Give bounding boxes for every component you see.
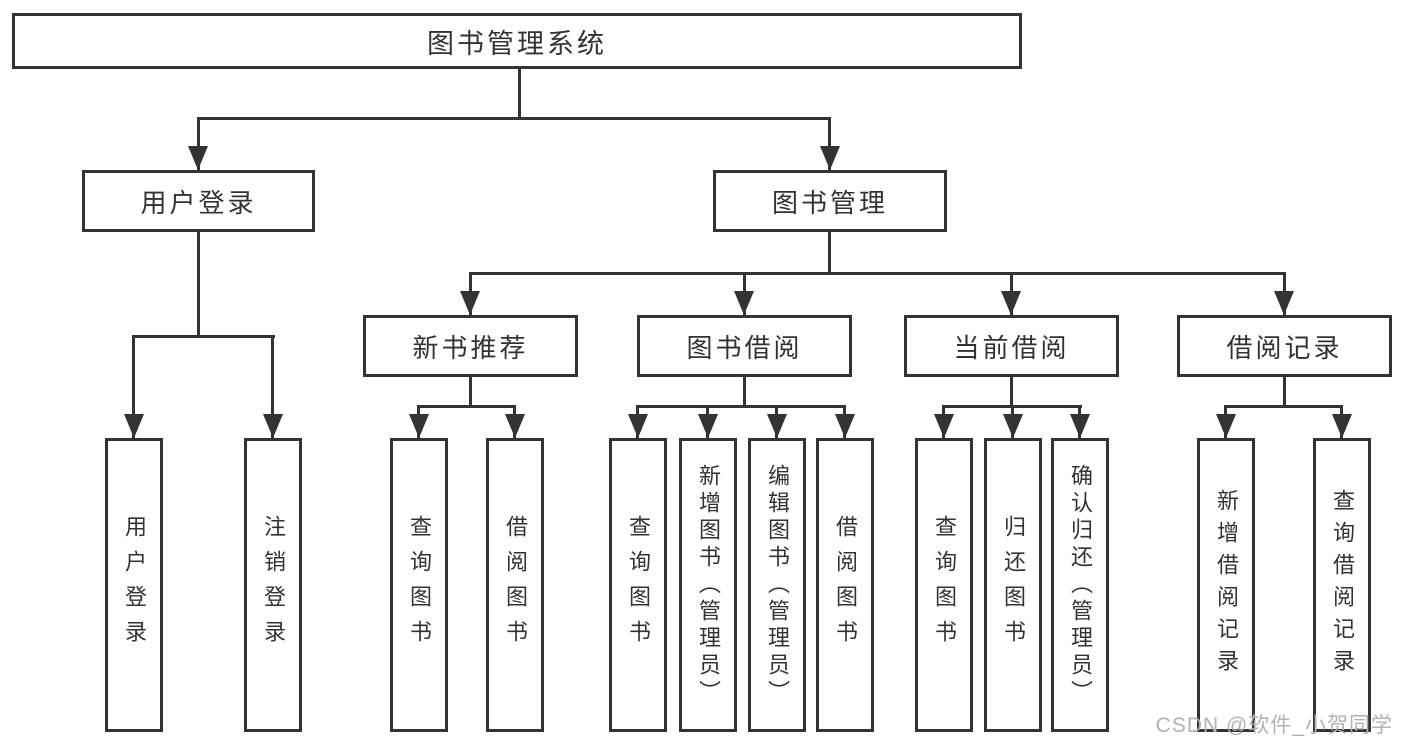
arrow-down-icon — [1003, 414, 1023, 438]
connector-line — [636, 405, 846, 408]
leaf-label: 注销登录 — [261, 515, 286, 655]
leaf-query-books-current: 查询图书 — [915, 438, 973, 732]
arrow-down-icon — [1216, 414, 1236, 438]
arrow-down-icon — [628, 414, 648, 438]
csdn-watermark: CSDN @软件_小贺同学 — [1155, 714, 1393, 737]
arrow-down-icon — [124, 414, 144, 438]
leaf-add-borrow-record: 新增借阅记录 — [1197, 438, 1255, 732]
arrow-down-icon — [1332, 414, 1352, 438]
leaf-query-borrow-record: 查询借阅记录 — [1313, 438, 1371, 732]
arrow-down-icon — [820, 146, 840, 170]
connector-line — [1283, 377, 1286, 408]
connector-line — [743, 377, 746, 408]
node-root-label: 图书管理系统 — [427, 28, 607, 59]
leaf-label: 用户登录 — [122, 515, 147, 655]
arrow-down-icon — [505, 414, 525, 438]
node-borrow-records-label: 借阅记录 — [1226, 332, 1343, 363]
leaf-label: 查询图书 — [932, 515, 957, 655]
arrow-down-icon — [767, 414, 787, 438]
node-new-book-recommend: 新书推荐 — [363, 315, 578, 377]
node-book-management: 图书管理 — [713, 170, 947, 232]
arrow-down-icon — [934, 414, 954, 438]
leaf-label: 编辑图书（管理员） — [765, 463, 790, 707]
arrow-down-icon — [188, 146, 208, 170]
leaf-confirm-return-admin: 确认归还（管理员） — [1051, 438, 1109, 732]
connector-line — [197, 117, 200, 170]
leaf-label: 查询图书 — [626, 515, 651, 655]
arrow-down-icon — [1274, 291, 1294, 315]
arrow-down-icon — [460, 291, 480, 315]
arrow-down-icon — [263, 414, 283, 438]
node-current-borrow: 当前借阅 — [904, 315, 1119, 377]
arrow-down-icon — [698, 414, 718, 438]
node-borrow-records: 借阅记录 — [1177, 315, 1392, 377]
connector-line — [469, 377, 472, 408]
node-user-login-label: 用户登录 — [140, 187, 257, 218]
leaf-return-books: 归还图书 — [984, 438, 1042, 732]
leaf-user-login: 用户登录 — [105, 438, 163, 732]
leaf-label: 确认归还（管理员） — [1068, 463, 1093, 707]
connector-line — [828, 117, 831, 170]
connector-line — [1010, 377, 1013, 408]
connector-line — [132, 335, 275, 338]
leaf-label: 查询图书 — [407, 515, 432, 655]
leaf-borrow-books-recommend: 借阅图书 — [486, 438, 544, 732]
leaf-query-books-recommend: 查询图书 — [390, 438, 448, 732]
leaf-label: 新增图书（管理员） — [696, 463, 721, 707]
arrow-down-icon — [734, 291, 754, 315]
leaf-label: 借阅图书 — [503, 515, 528, 655]
node-user-login: 用户登录 — [82, 170, 315, 232]
leaf-edit-books-admin: 编辑图书（管理员） — [748, 438, 806, 732]
leaf-borrow-books: 借阅图书 — [816, 438, 874, 732]
leaf-label: 查询借阅记录 — [1330, 489, 1355, 681]
connector-line — [132, 335, 135, 438]
arrow-down-icon — [1001, 291, 1021, 315]
connector-line — [518, 69, 521, 120]
leaf-label: 借阅图书 — [833, 515, 858, 655]
leaf-logout: 注销登录 — [244, 438, 302, 732]
leaf-query-books-borrow: 查询图书 — [609, 438, 667, 732]
arrow-down-icon — [835, 414, 855, 438]
node-book-borrow-label: 图书借阅 — [686, 332, 803, 363]
leaf-label: 归还图书 — [1001, 515, 1026, 655]
node-new-book-recommend-label: 新书推荐 — [412, 332, 529, 363]
connector-line — [197, 117, 831, 120]
connector-line — [271, 335, 274, 438]
arrow-down-icon — [1070, 414, 1090, 438]
node-root: 图书管理系统 — [12, 13, 1022, 69]
connector-line — [197, 232, 200, 338]
leaf-label: 新增借阅记录 — [1214, 489, 1239, 681]
connector-line — [1224, 405, 1343, 408]
node-book-borrow: 图书借阅 — [637, 315, 852, 377]
connector-line — [417, 405, 516, 408]
node-book-management-label: 图书管理 — [771, 187, 888, 218]
arrow-down-icon — [409, 414, 429, 438]
node-current-borrow-label: 当前借阅 — [953, 332, 1070, 363]
leaf-add-books-admin: 新增图书（管理员） — [679, 438, 737, 732]
connector-line — [828, 232, 831, 275]
connector-line — [469, 272, 1286, 275]
